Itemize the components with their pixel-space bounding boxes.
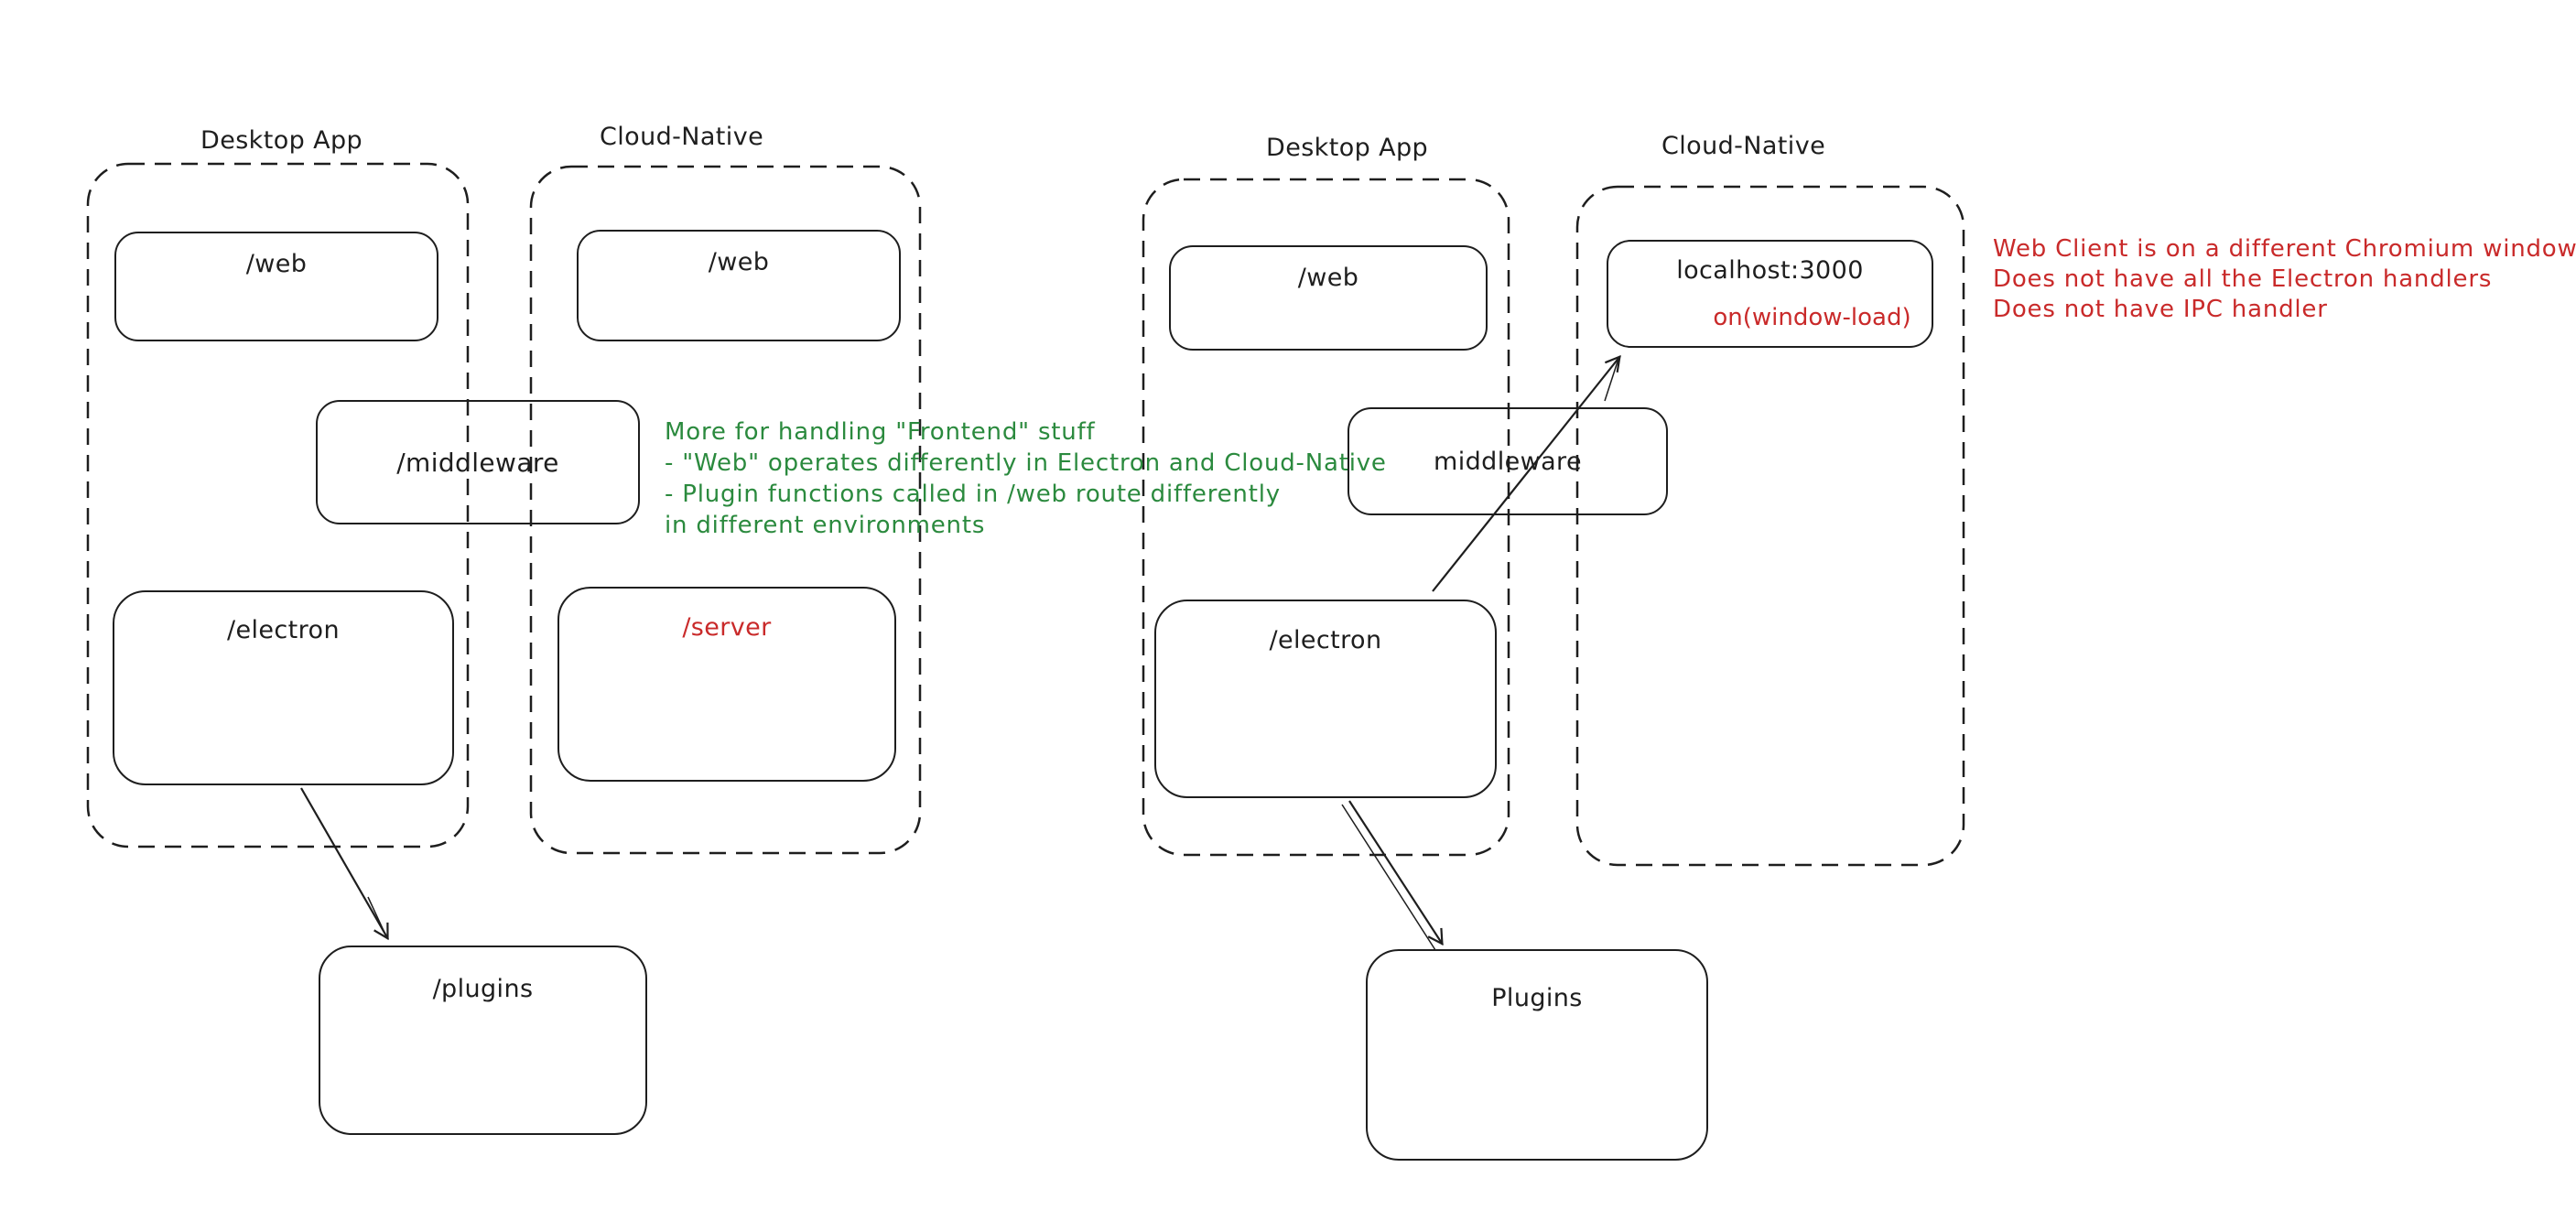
green-annotation-line: More for handling "Frontend" stuff xyxy=(665,418,1096,446)
left-cloud-native-title: Cloud-Native xyxy=(600,123,764,151)
red-annotation: Web Client is on a different Chromium wi… xyxy=(1993,234,2576,325)
right-cloud-native-title: Cloud-Native xyxy=(1661,132,1826,160)
arrow-left-electron-to-plugins-sketch xyxy=(367,896,386,935)
left-server-label: /server xyxy=(682,613,772,642)
green-annotation-line: - Plugin functions called in /web route … xyxy=(665,481,1281,508)
left-electron-label: /electron xyxy=(227,616,340,644)
red-annotation-line: Web Client is on a different Chromium wi… xyxy=(1993,235,2576,263)
right-on-window-load-label: on(window-load) xyxy=(1713,304,1911,331)
red-annotation-line: Does not have all the Electron handlers xyxy=(1993,265,2493,293)
arrow-right-electron-to-plugins[interactable] xyxy=(1348,800,1444,946)
left-desktop-web-box[interactable]: /web xyxy=(114,232,438,341)
left-electron-box[interactable]: /electron xyxy=(113,590,454,785)
right-electron-box[interactable]: /electron xyxy=(1154,600,1497,798)
right-middleware-label: middleware xyxy=(1434,447,1582,476)
right-plugins-box[interactable]: Plugins xyxy=(1366,949,1708,1161)
left-cloud-web-box[interactable]: /web xyxy=(577,230,901,341)
arrow-right-electron-to-localhost-sketch xyxy=(1604,358,1619,402)
green-annotation-line: - "Web" operates differently in Electron… xyxy=(665,449,1387,477)
left-desktop-web-label: /web xyxy=(245,250,308,278)
left-middleware-label: /middleware xyxy=(396,447,559,478)
right-desktop-app-title: Desktop App xyxy=(1266,134,1429,162)
right-plugins-label: Plugins xyxy=(1491,984,1583,1012)
right-localhost-label: localhost:3000 xyxy=(1676,256,1864,285)
arrow-left-electron-to-plugins[interactable] xyxy=(300,787,389,941)
right-localhost-box[interactable]: localhost:3000 on(window-load) xyxy=(1607,240,1933,348)
right-middleware-box[interactable]: middleware xyxy=(1348,407,1668,515)
left-plugins-label: /plugins xyxy=(432,975,534,1003)
right-desktop-web-label: /web xyxy=(1297,264,1359,292)
right-desktop-web-box[interactable]: /web xyxy=(1169,245,1488,351)
left-middleware-box[interactable]: /middleware xyxy=(316,400,640,524)
arrow-right-electron-to-plugins-sketch xyxy=(1341,804,1436,951)
left-plugins-box[interactable]: /plugins xyxy=(319,946,647,1135)
left-desktop-app-title: Desktop App xyxy=(200,126,363,155)
right-electron-label: /electron xyxy=(1269,626,1382,654)
left-server-box[interactable]: /server xyxy=(557,587,896,782)
green-annotation-line: in different environments xyxy=(665,512,986,539)
green-annotation: More for handling "Frontend" stuff - "We… xyxy=(665,416,1387,541)
left-cloud-web-label: /web xyxy=(708,248,770,276)
red-annotation-line: Does not have IPC handler xyxy=(1993,296,2328,323)
